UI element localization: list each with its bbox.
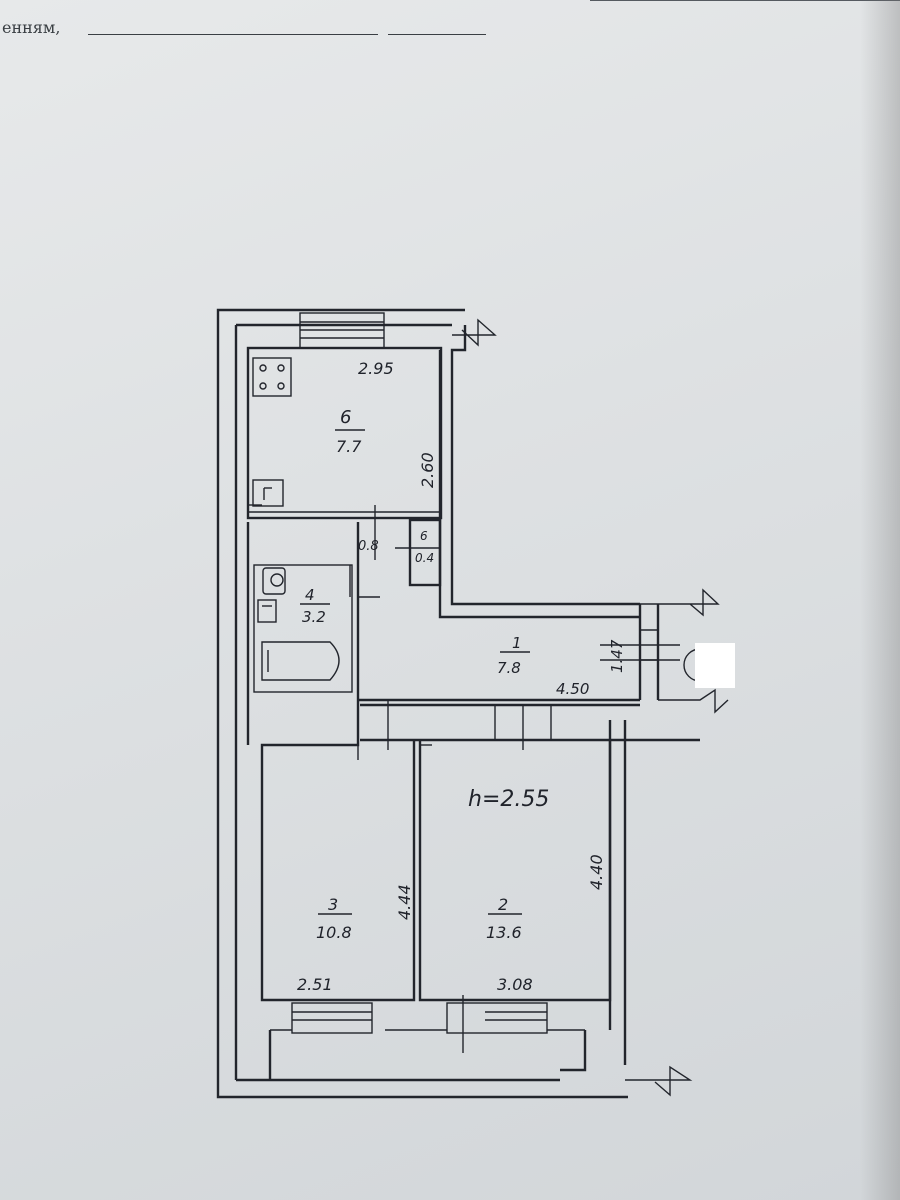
toilet-icon [262,567,286,595]
room-6-closet [374,505,442,587]
dimension-room2-length: 4.40 [587,854,606,890]
signature-line-2 [388,34,486,35]
wall-break-symbols [452,318,729,1097]
room-number-2: 2 [498,895,508,914]
room-number-4: 4 [305,586,315,604]
room-area-4: 3.2 [302,608,326,626]
dimension-closet-width: 0.8 [358,539,379,554]
room-5-kitchen [246,346,443,520]
signature-line-1 [88,34,378,35]
stove-icon [252,357,292,397]
room-area-6: 0.4 [415,551,434,565]
room-number-5: 6 [340,407,351,428]
ceiling-height-label: h=2.55 [468,787,549,812]
top-rule [590,0,900,1]
header-text: енням, [2,18,60,37]
room-area-2: 13.6 [486,923,522,942]
room-area-1: 7.8 [497,659,521,677]
washbasin-icon [257,599,277,623]
room-2-living [270,740,612,1053]
redaction-box [695,643,735,688]
sink-icon [252,479,284,507]
room-number-3: 3 [328,895,338,914]
room-label-3: 3 10.8 [316,895,352,942]
dimension-room3-length: 4.44 [395,884,414,920]
dimension-kitchen-width: 2.95 [358,359,394,378]
room-1-hall [358,596,717,750]
kitchen-window [299,312,385,349]
header-partial-word: енням, [2,18,61,37]
room-area-3: 10.8 [316,923,352,942]
dimension-kitchen-length: 2.60 [418,452,437,488]
room-3-bedroom [260,690,416,1034]
dimension-hall-width: 1.47 [608,639,626,673]
room-label-4: 4 3.2 [300,586,330,626]
room-number-6: 6 [420,529,428,543]
outer-walls [216,308,660,1099]
room-label-2: 2 13.6 [486,895,522,942]
room-4-bathroom [246,522,360,745]
room-label-5: 6 7.7 [335,407,365,456]
door-marks [248,504,432,760]
dimension-hall-length: 4.50 [556,680,589,698]
room-number-1: 1 [512,634,522,652]
bathtub-icon [261,641,340,681]
room-label-6: 6 0.4 [415,529,434,565]
dimension-room3-width: 2.51 [297,975,333,994]
room-area-5: 7.7 [336,437,362,456]
room-label-1: 1 7.8 [497,634,530,677]
dimension-room2-width: 3.08 [497,975,533,994]
